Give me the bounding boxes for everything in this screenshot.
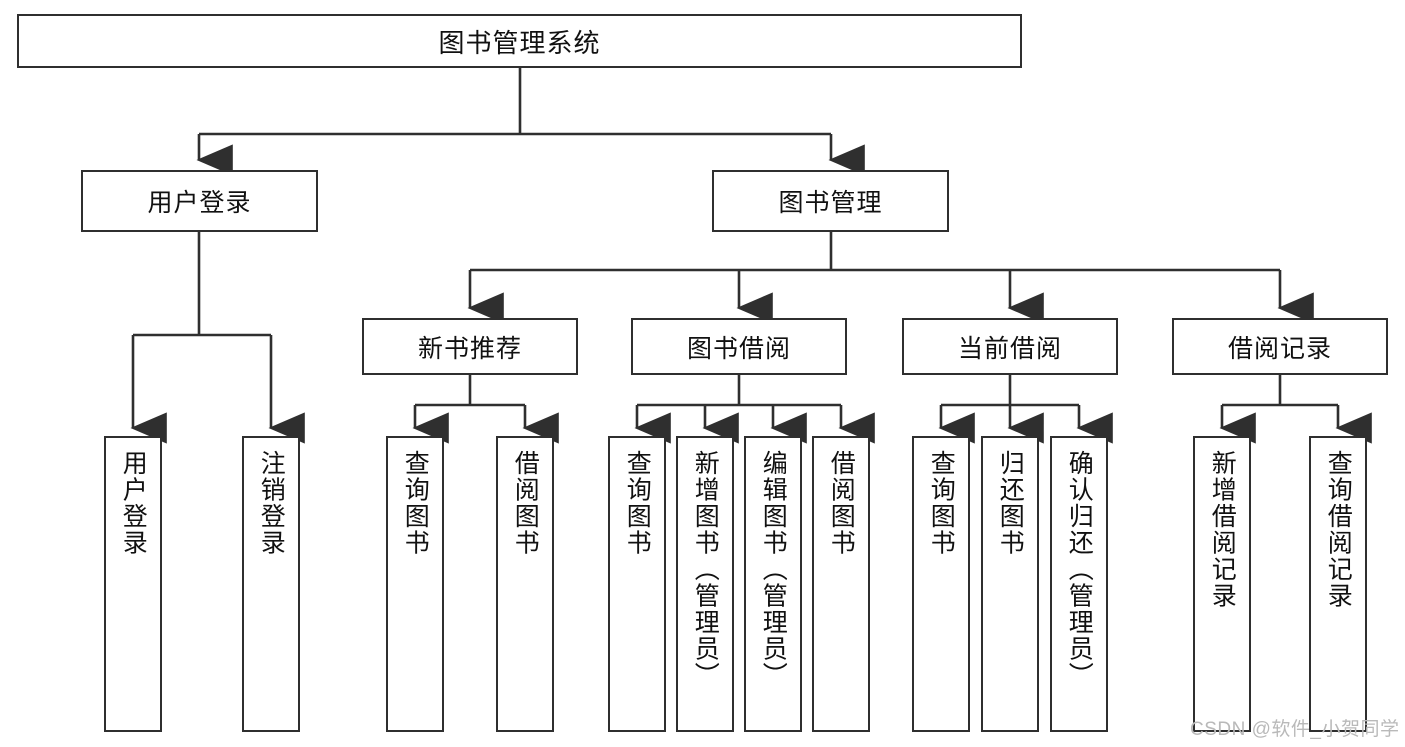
- leaf-borrow-borrow-book[interactable]: 借阅图书: [812, 436, 870, 732]
- node-label: 查询图书: [927, 450, 956, 556]
- leaf-borrow-edit-book-admin[interactable]: 编辑图书（管理员）: [744, 436, 802, 732]
- leaf-record-query-borrow-record[interactable]: 查询借阅记录: [1309, 436, 1367, 732]
- node-book-management[interactable]: 图书管理: [712, 170, 949, 232]
- leaf-recommend-query-book[interactable]: 查询图书: [386, 436, 444, 732]
- node-borrow-record[interactable]: 借阅记录: [1172, 318, 1388, 375]
- node-new-book-recommend[interactable]: 新书推荐: [362, 318, 578, 375]
- node-label: 注销登录: [257, 450, 286, 556]
- node-user-login[interactable]: 用户登录: [81, 170, 318, 232]
- node-label: 借阅记录: [1227, 334, 1332, 363]
- node-label: 图书借阅: [686, 334, 791, 363]
- leaf-current-confirm-return-admin[interactable]: 确认归还（管理员）: [1050, 436, 1108, 732]
- node-book-borrow[interactable]: 图书借阅: [631, 318, 847, 375]
- node-label: 新增借阅记录: [1208, 450, 1237, 609]
- node-label: 确认归还（管理员）: [1065, 450, 1094, 689]
- node-current-borrow[interactable]: 当前借阅: [902, 318, 1118, 375]
- leaf-record-add-borrow-record[interactable]: 新增借阅记录: [1193, 436, 1251, 732]
- node-label: 图书管理: [778, 189, 883, 217]
- node-label: 图书管理系统: [438, 27, 601, 58]
- node-label: 归还图书: [996, 450, 1025, 556]
- leaf-recommend-borrow-book[interactable]: 借阅图书: [496, 436, 554, 732]
- leaf-borrow-query-book[interactable]: 查询图书: [608, 436, 666, 732]
- leaf-user-logout[interactable]: 注销登录: [242, 436, 300, 732]
- node-label: 查询图书: [401, 450, 430, 556]
- node-label: 用户登录: [119, 450, 148, 556]
- node-label: 编辑图书（管理员）: [759, 450, 788, 689]
- node-root-book-management-system[interactable]: 图书管理系统: [17, 14, 1022, 68]
- node-label: 查询图书: [623, 450, 652, 556]
- node-label: 当前借阅: [957, 334, 1062, 363]
- node-label: 借阅图书: [827, 450, 856, 556]
- leaf-user-login[interactable]: 用户登录: [104, 436, 162, 732]
- leaf-current-query-book[interactable]: 查询图书: [912, 436, 970, 732]
- node-label: 新增图书（管理员）: [691, 450, 720, 689]
- leaf-borrow-add-book-admin[interactable]: 新增图书（管理员）: [676, 436, 734, 732]
- leaf-current-return-book[interactable]: 归还图书: [981, 436, 1039, 732]
- node-label: 借阅图书: [511, 450, 540, 556]
- node-label: 用户登录: [147, 189, 252, 217]
- node-label: 新书推荐: [417, 334, 522, 363]
- node-label: 查询借阅记录: [1324, 450, 1353, 609]
